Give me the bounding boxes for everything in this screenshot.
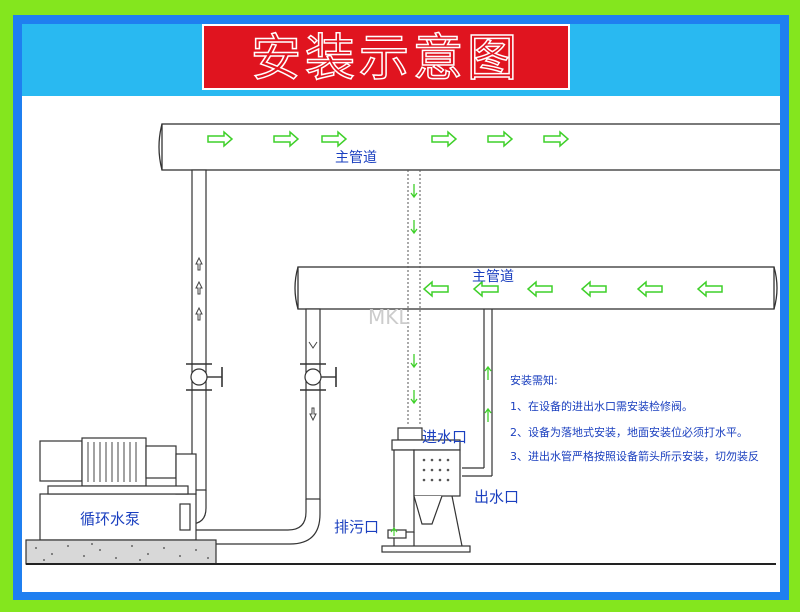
- riser-pipe-left: [191, 169, 207, 491]
- notes-heading: 安装需知:: [510, 373, 558, 387]
- riser-pipe-right: [305, 308, 321, 500]
- return-pipe: [181, 490, 321, 545]
- main-pipe-top-label: 主管道: [335, 150, 377, 166]
- outlet-label: 出水口: [474, 488, 519, 506]
- flow-arrows-top: [207, 130, 570, 148]
- outlet-pipe: [462, 309, 493, 477]
- title-box: 安装示意图: [202, 24, 570, 90]
- ground-base: [25, 539, 776, 565]
- valve-left: [186, 363, 223, 391]
- drain-label: 排污口: [334, 518, 379, 536]
- flow-arrows-riser-down: [308, 341, 318, 422]
- note-item-1: 1、在设备的进出水口需安装检修阀。: [510, 399, 693, 413]
- main-pipe-top: [158, 123, 780, 171]
- note-item-3: 3、进出水管严格按照设备箭头所示安装，切勿装反: [510, 449, 759, 463]
- flow-arrows-riser-up: [195, 256, 203, 321]
- pump-label: 循环水泵: [80, 510, 140, 528]
- note-item-2: 2、设备为落地式安装，地面安装位必须打水平。: [510, 425, 748, 439]
- diagram-canvas: 安装示意图: [22, 24, 780, 592]
- installation-diagram: 主管道 主管道 MKL 进水口 出水口 排污口 循环水泵 安装需知: 1、在设备…: [25, 123, 780, 565]
- page-title: 安装示意图: [250, 28, 521, 88]
- filter-equipment: [381, 427, 471, 553]
- pump-unit: [39, 437, 197, 541]
- flow-arrows-lower: [422, 280, 723, 298]
- watermark: MKL: [368, 305, 410, 329]
- main-pipe-lower-label: 主管道: [472, 269, 514, 285]
- flow-arrows-outlet-up: [484, 365, 492, 422]
- valve-right: [300, 363, 337, 391]
- inlet-label: 进水口: [422, 428, 467, 446]
- main-pipe-lower: [294, 266, 778, 310]
- flow-arrows-inlet-down: [410, 184, 418, 405]
